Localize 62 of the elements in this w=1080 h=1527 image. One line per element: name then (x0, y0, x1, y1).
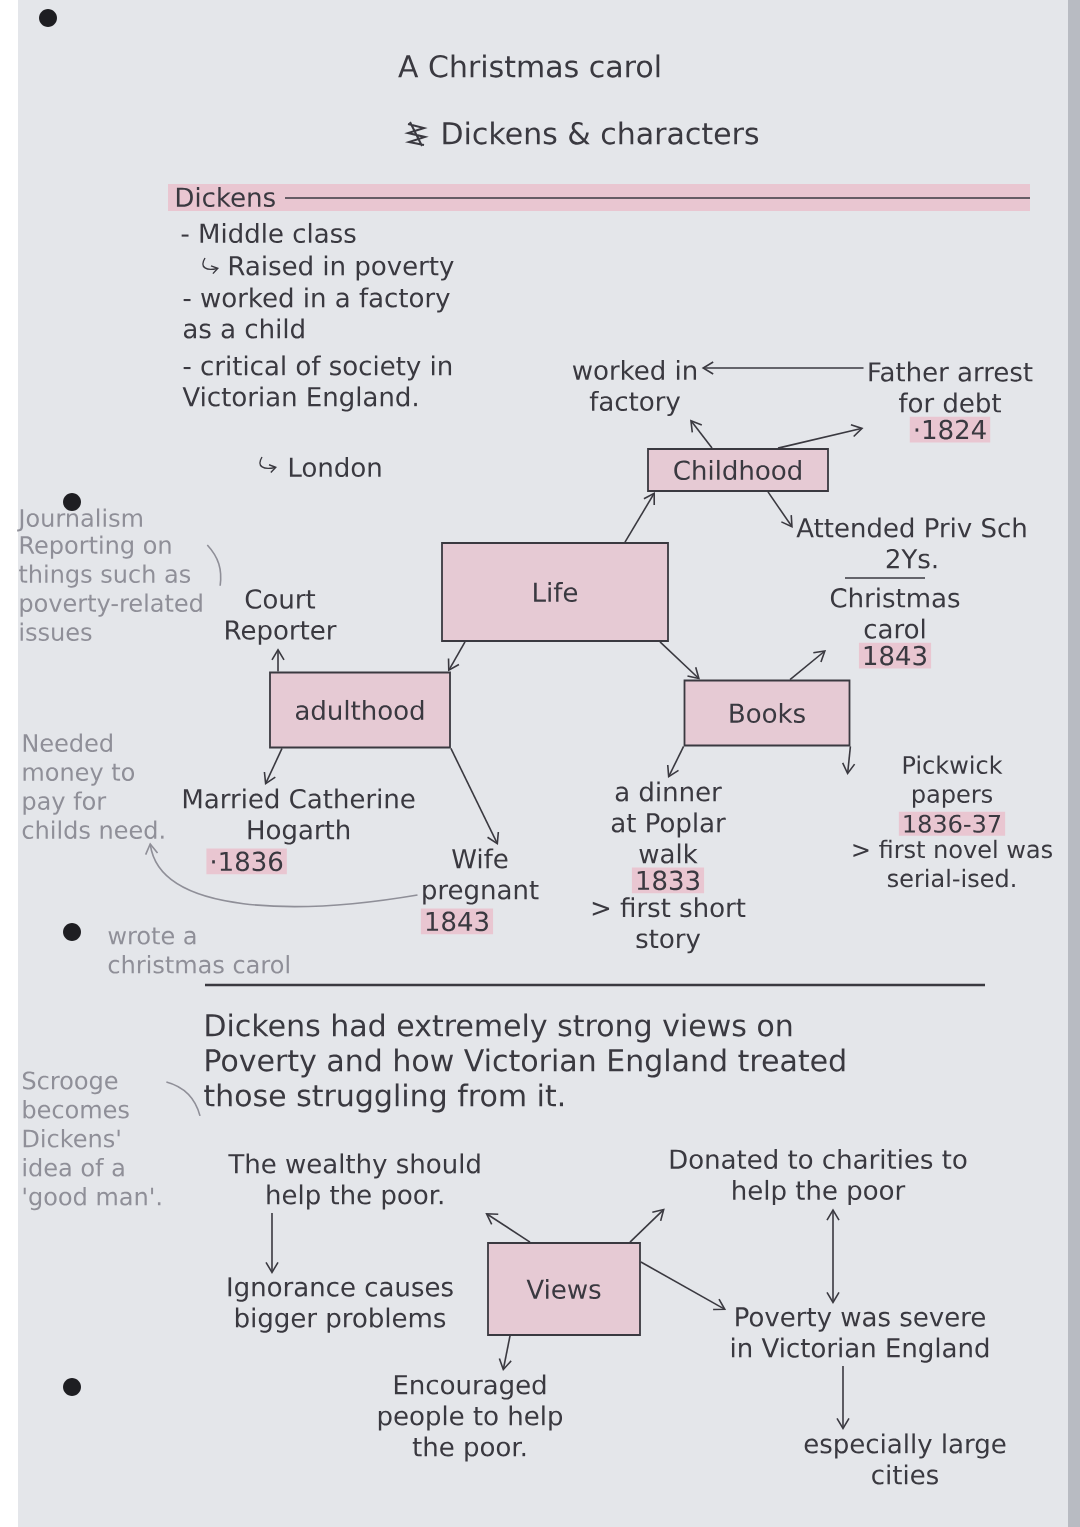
note-text: a dinner at Poplar walk (611, 781, 726, 864)
arrow (836, 1365, 850, 1430)
title: A Christmas carol (398, 54, 660, 78)
note-text: Scrooge becomes Dickens' idea of a 'good man'. (22, 1071, 161, 1211)
list-item: Raised in poverty (229, 255, 454, 281)
highlighted-date: 1836-37 (898, 811, 1006, 836)
note-text: worked in factory (572, 359, 696, 417)
arrow (841, 745, 856, 775)
note-text: Reporting on things such as poverty-related issues (19, 535, 202, 642)
note-text: The wealthy should help the poor. (228, 1153, 480, 1210)
note-text: Encouraged people to help the poor. (378, 1374, 563, 1462)
arrow (498, 1335, 512, 1372)
list-item: - Middle class (181, 222, 356, 244)
subtitle: Dickens & characters (443, 121, 759, 145)
list-item: - critical of society in Victorian England. (182, 355, 452, 412)
heading: Dickens (176, 186, 275, 208)
double-arrow (826, 1208, 840, 1304)
connector-line (206, 544, 222, 587)
note-text: Ignorance causes bigger problems (228, 1277, 453, 1333)
arrow (767, 491, 793, 528)
topic-box: Views (487, 1242, 641, 1336)
arrow (271, 648, 285, 673)
topic-box: Life (441, 542, 669, 642)
arrow (640, 1261, 727, 1311)
topic-box: adulthood (269, 671, 451, 749)
note-text: > first novel was serial-ised. (853, 839, 1052, 888)
arrow (263, 747, 283, 785)
connector-line (165, 1081, 201, 1117)
topic-box: Childhood (647, 448, 829, 492)
arrow (447, 641, 466, 672)
arrow (485, 1212, 531, 1243)
note-text: Christmas carol (830, 587, 960, 639)
arrow (450, 747, 500, 845)
note-text: Pickwick papers (903, 755, 1003, 808)
arrow (789, 650, 827, 681)
arrow (265, 1212, 279, 1274)
note-text: Donated to charities to help the poor (670, 1148, 967, 1206)
topic-box: Books (683, 679, 851, 747)
highlighted-date: ·1824 (909, 416, 991, 443)
arrow (777, 424, 864, 449)
note-text: Needed money to pay for childs need. (22, 733, 164, 839)
note-text: Father arrest for debt (869, 361, 1033, 413)
arrow (144, 842, 419, 908)
note-text: wrote a christmas carol (108, 927, 289, 974)
arrow (690, 419, 713, 449)
note-text: Attended Priv Sch 2Ys. (796, 517, 1026, 569)
arrow (629, 1208, 665, 1243)
list-item: London (289, 456, 381, 478)
note-text: Wife pregnant (423, 848, 539, 905)
note-text: especially large cities (804, 1433, 1006, 1485)
note-heading: Journalism (17, 508, 142, 532)
arrow (624, 491, 656, 543)
note-text: > first short story (592, 897, 746, 954)
arrow (701, 361, 865, 375)
paragraph: Dickens had extremely strong views on Poverty and how Victorian England treated those struggling from it. (204, 1013, 845, 1113)
highlighted-date: ·1836 (206, 848, 287, 875)
note-text: Poverty was severe in Victorian England (732, 1307, 989, 1363)
note-text: Court Reporter (226, 589, 337, 645)
note-text: Married Catherine Hogarth (183, 788, 415, 845)
arrow (659, 641, 700, 680)
arrow (666, 745, 685, 778)
list-item: - worked in a factory as a child (183, 287, 450, 339)
